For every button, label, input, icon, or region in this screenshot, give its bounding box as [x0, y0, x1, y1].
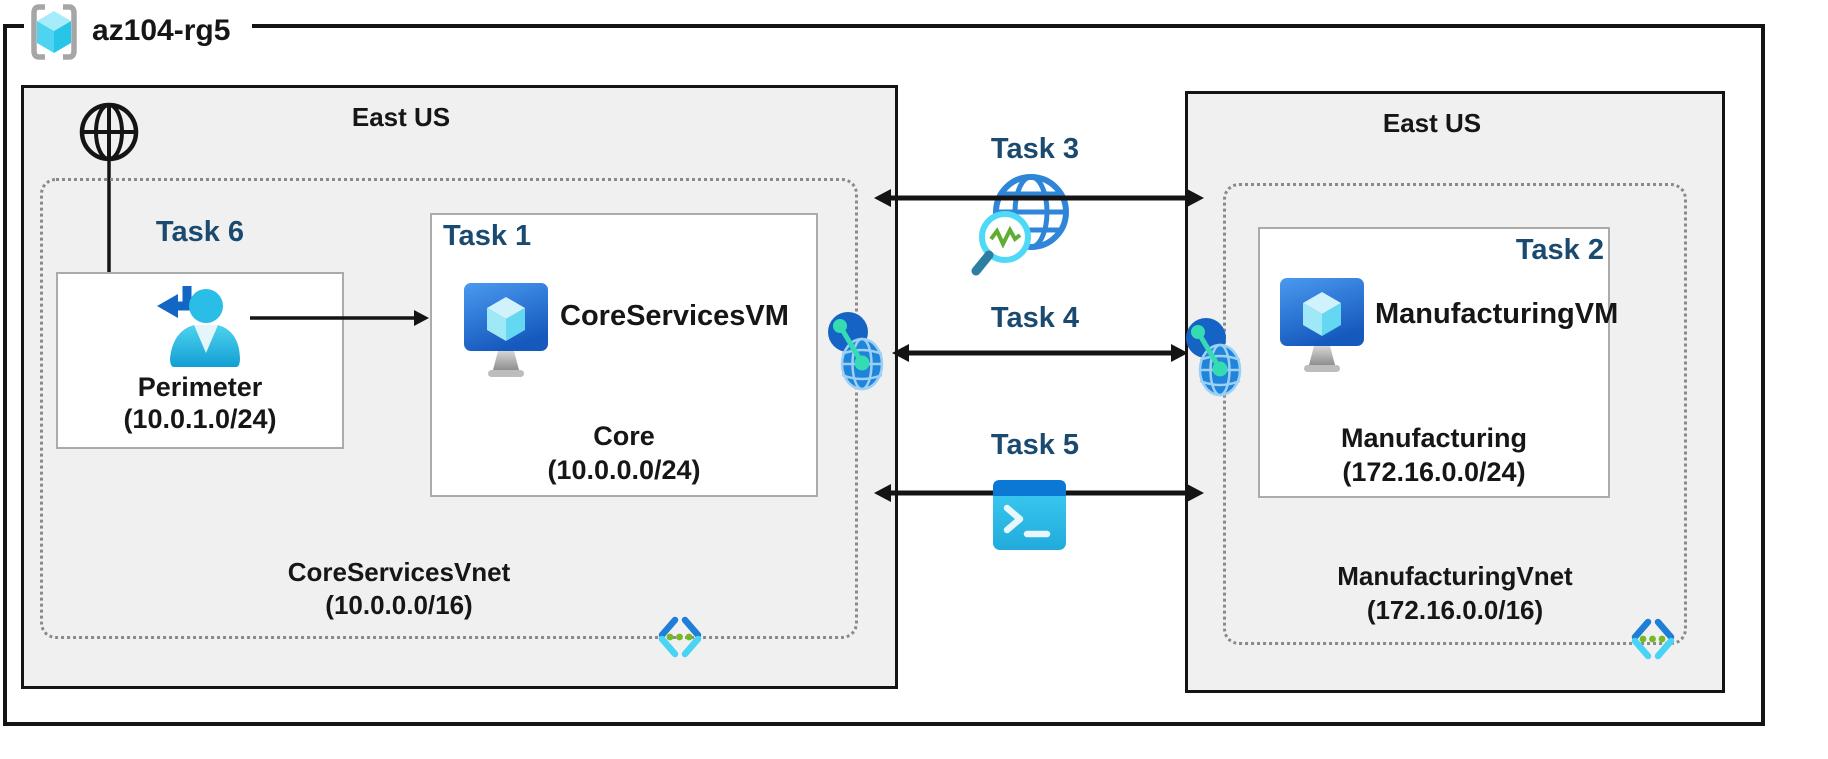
perimeter-subnet-name: Perimeter: [137, 372, 263, 402]
manufacturing-subnet-cidr: (172.16.0.0/24): [1342, 457, 1526, 487]
task1-label: Task 1: [443, 220, 532, 252]
core-subnet-name: Core: [593, 421, 655, 451]
region-left-title: East US: [351, 102, 451, 132]
resource-group-boundary: [3, 24, 1765, 726]
task6-label: Task 6: [155, 216, 245, 248]
network-watcher-icon: [971, 174, 1069, 276]
virtual-machine-icon: [464, 283, 548, 377]
vnet-boundary-manufacturing: [1223, 183, 1687, 645]
coreservices-vnet-cidr: (10.0.0.0/16): [325, 590, 473, 620]
manufacturing-vnet-name: ManufacturingVnet: [1337, 561, 1573, 591]
resource-group-label-backdrop: [24, 14, 252, 36]
vnet-peering-icon: [1186, 318, 1242, 397]
task3-label: Task 3: [990, 133, 1080, 165]
task4-peering-arrow: [892, 344, 1188, 362]
task5-label: Task 5: [990, 429, 1080, 461]
manufacturing-vnet-cidr: (172.16.0.0/16): [1366, 595, 1544, 625]
resource-group-name: az104-rg5: [92, 14, 231, 47]
task3-peering-arrow: [874, 189, 1204, 207]
cloud-shell-icon: [993, 480, 1066, 550]
core-subnet-cidr: (10.0.0.0/24): [547, 455, 701, 485]
task2-label: Task 2: [1515, 234, 1604, 266]
task4-label: Task 4: [990, 302, 1080, 334]
internet-globe-icon: [79, 102, 139, 162]
region-right-title: East US: [1382, 108, 1482, 138]
resource-group-icon: [31, 4, 77, 60]
virtual-machine-icon: [1280, 278, 1364, 372]
user-return-icon: [157, 286, 240, 367]
perimeter-to-core-arrow: [250, 310, 429, 326]
core-vm-name: CoreServicesVM: [560, 300, 789, 332]
virtual-network-icon: [1631, 618, 1675, 660]
virtual-network-icon: [658, 616, 702, 658]
manufacturing-vm-name: ManufacturingVM: [1375, 298, 1619, 330]
vnet-peering-icon: [828, 312, 884, 391]
coreservices-vnet-name: CoreServicesVnet: [287, 557, 511, 587]
perimeter-subnet-cidr: (10.0.1.0/24): [123, 404, 277, 434]
vnet-boundary-coreservices: [40, 178, 858, 639]
core-subnet-box: [430, 213, 818, 497]
manufacturing-subnet-name: Manufacturing: [1341, 423, 1527, 453]
